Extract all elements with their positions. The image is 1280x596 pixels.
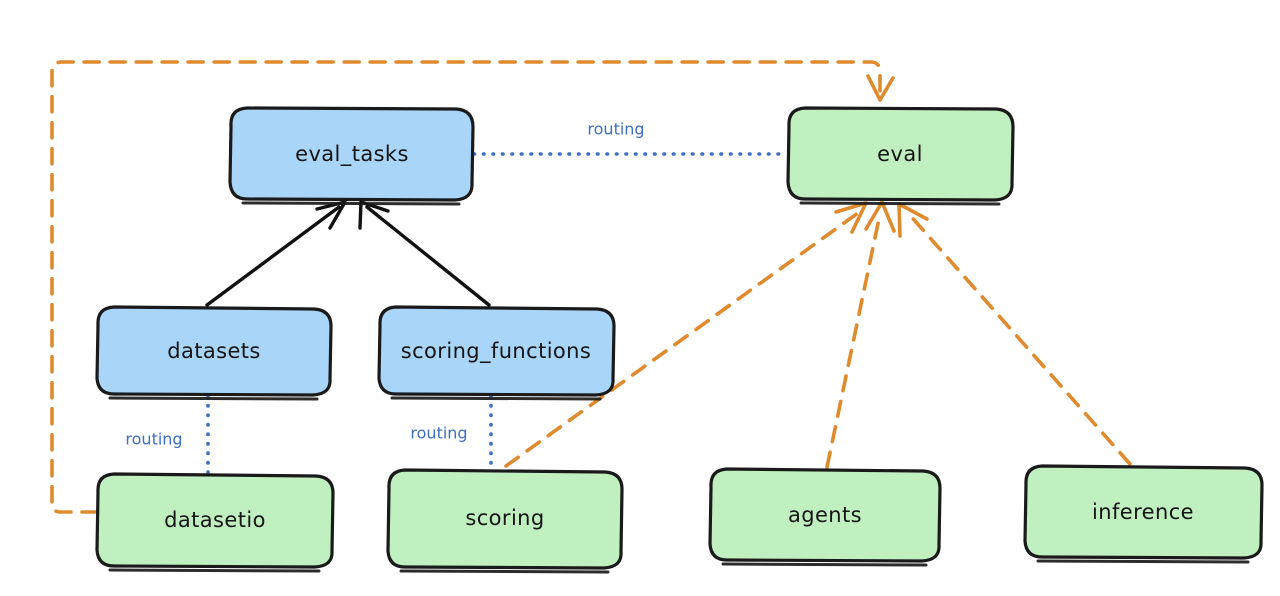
- node-label-eval: eval: [877, 142, 923, 166]
- node-label-scoring-functions: scoring_functions: [401, 339, 591, 364]
- node-scoring[interactable]: scoring: [386, 468, 624, 574]
- node-layer: eval_tasks eval datasets scoring_functio…: [95, 106, 1264, 574]
- edge-label-routing-datasets: routing: [125, 430, 182, 449]
- edge-agents-to-eval: [825, 200, 896, 469]
- node-scoring-functions[interactable]: scoring_functions: [377, 305, 616, 401]
- edge-label-layer: routing routing routing: [125, 120, 644, 449]
- edge-label-routing-eval-tasks: routing: [587, 120, 644, 139]
- node-label-datasetio: datasetio: [164, 508, 266, 532]
- edge-datasetio-to-eval: [50, 60, 895, 514]
- edge-scoring_functions-to-eval_tasks: [358, 200, 491, 307]
- node-eval[interactable]: eval: [786, 106, 1015, 206]
- edge-inference-to-eval: [897, 202, 1132, 466]
- node-inference[interactable]: inference: [1023, 464, 1264, 564]
- node-label-datasets: datasets: [167, 339, 261, 363]
- node-label-scoring: scoring: [465, 506, 544, 530]
- node-label-inference: inference: [1092, 500, 1194, 524]
- node-datasets[interactable]: datasets: [95, 305, 333, 401]
- edge-label-routing-scoring-functions: routing: [410, 424, 467, 443]
- node-label-eval-tasks: eval_tasks: [295, 142, 409, 167]
- node-datasetio[interactable]: datasetio: [95, 472, 335, 573]
- node-agents[interactable]: agents: [708, 467, 942, 567]
- node-eval-tasks[interactable]: eval_tasks: [228, 106, 475, 206]
- edge-datasets-to-eval_tasks: [205, 200, 347, 307]
- node-label-agents: agents: [788, 503, 862, 527]
